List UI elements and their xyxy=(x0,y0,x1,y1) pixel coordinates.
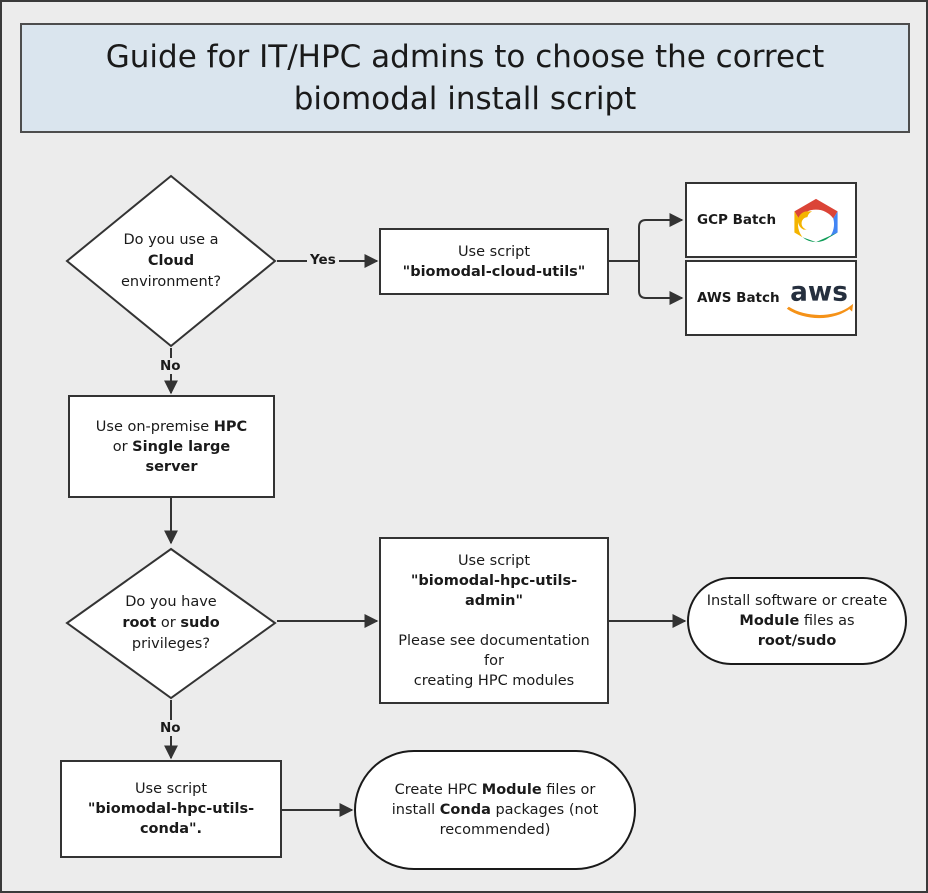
node-conda-outcome[interactable]: Create HPC Module files or install Conda… xyxy=(354,750,636,870)
node-cloud-script-line2: "biomodal-cloud-utils" xyxy=(402,263,586,280)
page-title-line2: biomodal install script xyxy=(293,81,637,117)
decision-root-line2b: sudo xyxy=(180,615,220,631)
node-cloud-script[interactable]: Use script "biomodal-cloud-utils" xyxy=(379,228,609,295)
node-conda-outcome-line2b: Conda xyxy=(439,802,491,818)
node-admin-script-line1: Use script xyxy=(457,552,531,569)
decision-cloud-environment[interactable]: Do you use a Cloud environment? xyxy=(65,174,277,348)
decision-root-line2a: root xyxy=(122,615,157,631)
node-gcp-batch-label: GCP Batch xyxy=(697,212,777,228)
edge-label-cloud-no: No xyxy=(157,358,184,374)
node-conda-outcome-line1c: files or xyxy=(541,782,596,798)
node-onprem-line3b: server xyxy=(145,458,198,475)
page-title-line1: Guide for IT/HPC admins to choose the co… xyxy=(105,39,825,75)
decision-root-line2mid: or xyxy=(156,615,181,631)
decision-root-privileges[interactable]: Do you have root or sudo privileges? xyxy=(65,547,277,700)
node-conda-outcome-line2a: install xyxy=(391,802,440,818)
edge-to-gcp xyxy=(638,213,684,261)
node-conda-outcome-line2c: packages (not xyxy=(490,802,599,818)
diamond-shape-icon xyxy=(65,174,277,348)
node-aws-batch-label: AWS Batch xyxy=(697,290,780,306)
node-admin-script-text: Use script "biomodal-hpc-utils-admin" Pl… xyxy=(381,551,607,691)
node-admin-outcome-text: Install software or create Module files … xyxy=(689,591,905,651)
node-conda-script-text: Use script "biomodal-hpc-utils-conda". xyxy=(62,779,280,839)
page-title-text: Guide for IT/HPC admins to choose the co… xyxy=(86,36,844,120)
node-aws-batch[interactable]: AWS Batch aws xyxy=(685,260,857,336)
decision-cloud-line3: environment? xyxy=(120,273,222,290)
node-admin-outcome-line2a: Module xyxy=(739,613,800,629)
node-onprem-line2b: Single large xyxy=(132,438,231,455)
node-gcp-batch[interactable]: GCP Batch xyxy=(685,182,857,258)
aws-logo-icon: aws xyxy=(780,273,858,323)
diamond-shape-icon xyxy=(65,547,277,700)
node-conda-script-line1: Use script xyxy=(134,781,208,797)
decision-cloud-line1: Do you use a xyxy=(123,231,219,248)
decision-root-line1: Do you have xyxy=(125,594,217,610)
google-cloud-logo-icon xyxy=(787,196,845,244)
node-admin-outcome-line2mid: files as xyxy=(799,613,855,629)
decision-root-line3: privileges? xyxy=(131,636,211,652)
decision-cloud-line2: Cloud xyxy=(147,252,195,269)
node-cloud-script-line1: Use script xyxy=(457,243,531,260)
edge-label-root-no: No xyxy=(157,720,184,736)
node-onprem-line1b: HPC xyxy=(213,418,248,435)
decision-cloud-label: Do you use a Cloud environment? xyxy=(65,174,277,348)
decision-root-label: Do you have root or sudo privileges? xyxy=(65,547,277,700)
node-conda-script[interactable]: Use script "biomodal-hpc-utils-conda". xyxy=(60,760,282,858)
node-onprem-hpc-text: Use on-premise HPC or Single large serve… xyxy=(86,417,257,477)
node-conda-outcome-line1b: Module xyxy=(481,782,542,798)
edge-label-cloud-yes: Yes xyxy=(307,252,339,268)
node-admin-script-line4: creating HPC modules xyxy=(413,672,575,689)
node-conda-outcome-line3: recommended) xyxy=(439,822,551,838)
node-conda-outcome-text: Create HPC Module files or install Conda… xyxy=(382,780,609,840)
node-admin-script-line3: Please see documentation for xyxy=(398,632,590,669)
node-conda-outcome-line1a: Create HPC xyxy=(394,782,482,798)
node-onprem-line1a: Use on-premise xyxy=(95,418,214,435)
svg-text:aws: aws xyxy=(790,277,848,307)
node-admin-outcome-line2b: root/sudo xyxy=(757,633,837,649)
node-onprem-hpc[interactable]: Use on-premise HPC or Single large serve… xyxy=(68,395,275,498)
node-cloud-script-text: Use script "biomodal-cloud-utils" xyxy=(393,242,596,282)
page-title: Guide for IT/HPC admins to choose the co… xyxy=(20,23,910,133)
edge-to-aws xyxy=(638,261,684,305)
node-admin-script-line2: "biomodal-hpc-utils-admin" xyxy=(410,572,578,609)
node-onprem-line2a: or xyxy=(112,438,133,455)
node-admin-script[interactable]: Use script "biomodal-hpc-utils-admin" Pl… xyxy=(379,537,609,704)
node-conda-script-line2: "biomodal-hpc-utils-conda". xyxy=(87,801,255,837)
node-admin-outcome[interactable]: Install software or create Module files … xyxy=(687,577,907,665)
node-admin-outcome-line1: Install software or create xyxy=(706,593,888,609)
